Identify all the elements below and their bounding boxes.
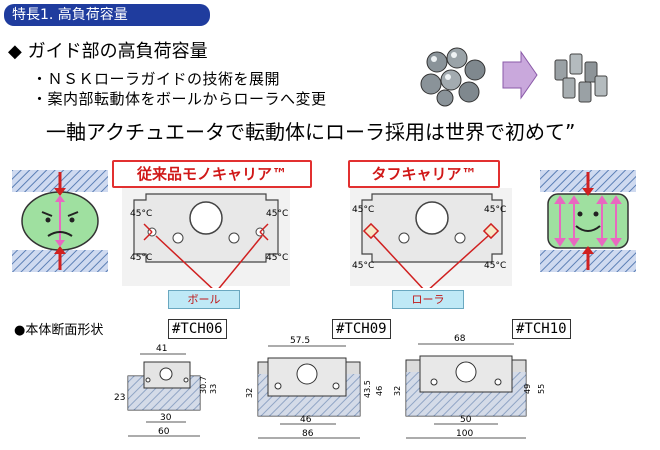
conventional-carrier-label: 従来品モノキャリア™ bbox=[112, 160, 312, 188]
conventional-load-figure bbox=[12, 170, 108, 272]
page-heading: ◆ ガイド部の高負荷容量 bbox=[8, 41, 208, 62]
dim-inner: 30 bbox=[160, 413, 172, 423]
cross-section-label: ●本体断面形状 bbox=[14, 323, 104, 338]
dim-width: 60 bbox=[158, 427, 170, 437]
tch09-section-drawing: 57.5 46 86 32 43.5 46 bbox=[245, 336, 384, 439]
rollers-photo bbox=[549, 44, 613, 106]
balls-photo bbox=[417, 42, 491, 107]
tough-load-figure bbox=[540, 170, 636, 272]
conventional-carrier-drawing: 45°C 45°C 45°C 45°C bbox=[122, 188, 290, 288]
ball-to-roller-photos bbox=[417, 42, 613, 107]
roller-callout: ローラ bbox=[392, 290, 464, 309]
dim-right1: 43.5 bbox=[363, 380, 372, 398]
angle-label: 45°C bbox=[130, 253, 152, 263]
tch06-section-drawing: 41 30 60 23 30.7 33 bbox=[114, 344, 218, 437]
tough-carrier-label: タフキャリア™ bbox=[348, 160, 500, 188]
dim-width: 86 bbox=[302, 429, 314, 439]
angle-label: 45°C bbox=[352, 205, 374, 215]
dim-height: 23 bbox=[114, 393, 125, 403]
angle-label: 45°C bbox=[484, 261, 506, 271]
angle-label: 45°C bbox=[352, 261, 374, 271]
dim-top: 41 bbox=[156, 344, 167, 354]
tough-carrier-drawing: 45°C 45°C 45°C 45°C bbox=[350, 188, 512, 288]
section-badge: 特長1. 高負荷容量 bbox=[4, 4, 210, 26]
model-label-tch09: #TCH09 bbox=[332, 319, 391, 339]
ball-callout: ボール bbox=[168, 290, 240, 309]
dim-top: 57.5 bbox=[290, 336, 310, 346]
tch10-section-drawing: 68 50 100 32 49 55 bbox=[393, 334, 546, 439]
dim-right2: 33 bbox=[209, 384, 218, 394]
angle-label: 45°C bbox=[266, 253, 288, 263]
dim-right2: 46 bbox=[375, 386, 384, 396]
dim-left: 32 bbox=[245, 388, 254, 398]
model-label-tch10: #TCH10 bbox=[512, 319, 571, 339]
dim-right2: 55 bbox=[537, 384, 546, 394]
dim-inner: 46 bbox=[300, 415, 312, 425]
angle-label: 45°C bbox=[130, 209, 152, 219]
angle-label: 45°C bbox=[266, 209, 288, 219]
arrow-icon bbox=[502, 50, 538, 100]
dim-right1: 30.7 bbox=[199, 376, 208, 394]
dim-right1: 49 bbox=[523, 384, 532, 394]
bullet-1: ・ＮＳＫローラガイドの技術を展開 bbox=[32, 70, 281, 88]
dim-inner: 50 bbox=[460, 415, 472, 425]
dim-top: 68 bbox=[454, 334, 466, 344]
model-label-tch06: #TCH06 bbox=[168, 319, 227, 339]
world-first-statement: 一軸アクチュエータで転動体にローラ採用は世界で初めて” bbox=[46, 120, 576, 144]
dim-width: 100 bbox=[456, 429, 473, 439]
angle-label: 45°C bbox=[484, 205, 506, 215]
bullet-2: ・案内部転動体をボールからローラへ変更 bbox=[32, 90, 327, 108]
dim-left: 32 bbox=[393, 386, 402, 396]
